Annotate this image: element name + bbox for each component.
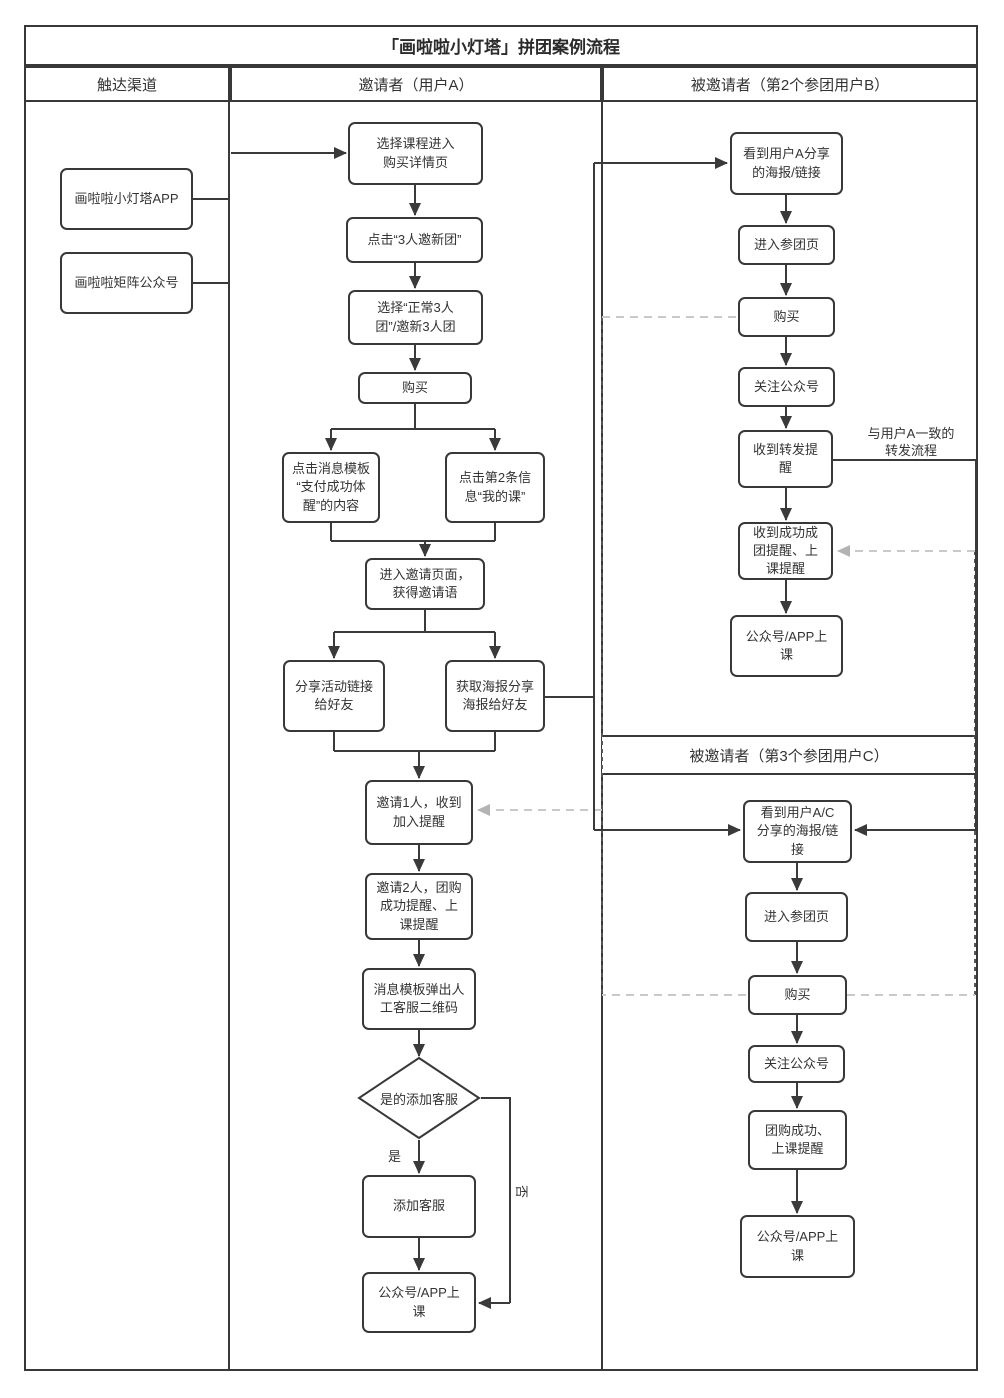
node-click-template-message: 点击消息模板 “支付成功体 醒”的内容 [282,452,380,523]
node-app-channel: 画啦啦小灯塔APP [60,168,193,230]
node-customer-service-qr: 消息模板弹出人 工客服二维码 [362,968,476,1030]
node-share-poster: 获取海报分享 海报给好友 [445,660,545,732]
node-select-group-type: 选择“正常3人 团”/邀新3人团 [348,290,483,345]
lane-header-user-b: 被邀请者（第2个参团用户B） [602,66,978,102]
node-invite-1-reminder: 邀请1人，收到 加入提醒 [365,780,473,845]
decision-label: 是的添加客服 [379,1092,458,1107]
node-purchase-a: 购买 [358,372,472,404]
decision-diamond [357,1056,481,1140]
node-c-purchase: 购买 [748,975,847,1015]
node-b-class: 公众号/APP上 课 [730,615,843,677]
node-b-follow-official-account: 关注公众号 [738,367,835,407]
node-share-activity-link: 分享活动链接 给好友 [283,660,385,732]
solid-connectors [193,147,977,1309]
node-select-course: 选择课程进入 购买详情页 [348,122,483,185]
node-c-enter-group-page: 进入参团页 [745,892,848,942]
node-wechat-matrix-channel: 画啦啦矩阵公众号 [60,252,193,314]
dashed-light-connectors [477,316,975,996]
lane-divider-1 [228,102,230,1371]
node-c-success-reminder: 团购成功、 上课提醒 [748,1110,847,1170]
annotation-same-forward-flow: 与用户A一致的 转发流程 [867,426,955,458]
edge-label-yes: 是 [388,1149,402,1164]
node-enter-invite-page: 进入邀请页面， 获得邀请语 [365,558,485,610]
node-b-forward-reminder: 收到转发提 醒 [738,430,833,488]
node-class-a: 公众号/APP上 课 [362,1272,476,1333]
node-add-customer-service: 添加客服 [362,1175,476,1238]
edge-label-no: 否 [514,1184,530,1199]
node-click-3person-group: 点击“3人邀新团” [346,217,483,263]
diagram-title: 「画啦啦小灯塔」拼团案例流程 [24,25,978,66]
node-b-see-share: 看到用户A分享 的海报/链接 [730,132,843,195]
node-click-second-message: 点击第2条信 息“我的课” [445,452,545,523]
node-c-class: 公众号/APP上 课 [740,1215,855,1278]
node-b-enter-group-page: 进入参团页 [738,225,835,265]
section-header-user-c: 被邀请者（第3个参团用户C） [602,735,976,775]
node-c-follow-official-account: 关注公众号 [748,1045,845,1083]
node-b-purchase: 购买 [738,297,835,337]
node-c-see-share: 看到用户A/C 分享的海报/链 接 [743,800,852,863]
lane-header-user-a: 邀请者（用户A） [230,66,602,102]
node-invite-2-success: 邀请2人，团购 成功提醒、上 课提醒 [365,873,473,940]
node-b-success-reminder: 收到成功成 团提醒、上 课提醒 [738,522,833,580]
lane-header-channels: 触达渠道 [24,66,230,102]
